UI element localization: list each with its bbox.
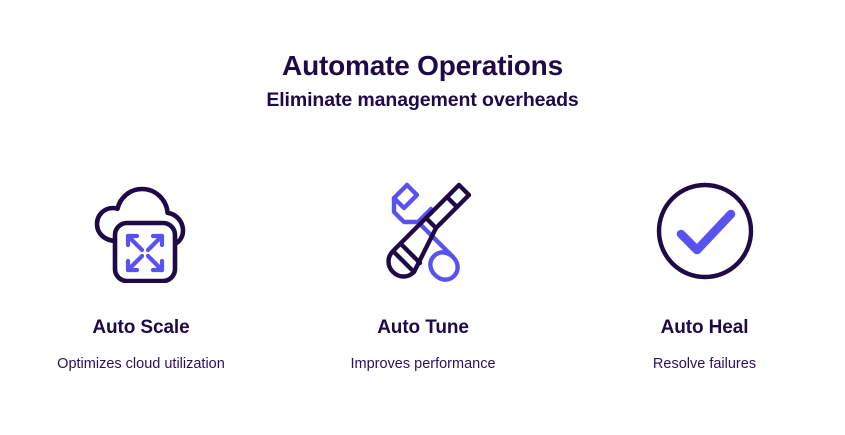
feature-description: Improves performance xyxy=(350,355,496,372)
feature-description: Optimizes cloud utilization xyxy=(57,355,225,372)
feature-columns: Auto Scale Optimizes cloud utilization xyxy=(0,175,845,373)
wrench-screwdriver-icon xyxy=(371,175,475,287)
check-circle-icon xyxy=(655,175,755,287)
cloud-autoscale-icon xyxy=(87,175,195,287)
feature-description: Resolve failures xyxy=(652,355,757,372)
page-title: Automate Operations xyxy=(282,50,563,81)
feature-card-auto-heal: Auto Heal Resolve failures xyxy=(564,175,845,373)
feature-card-auto-scale: Auto Scale Optimizes cloud utilization xyxy=(0,175,282,373)
feature-title: Auto Heal xyxy=(660,317,749,338)
feature-title: Auto Tune xyxy=(377,317,469,338)
page-subtitle: Eliminate management overheads xyxy=(266,89,579,112)
feature-card-auto-tune: Auto Tune Improves performance xyxy=(282,175,564,373)
header: Automate Operations Eliminate management… xyxy=(0,50,845,112)
feature-title: Auto Scale xyxy=(92,317,190,338)
